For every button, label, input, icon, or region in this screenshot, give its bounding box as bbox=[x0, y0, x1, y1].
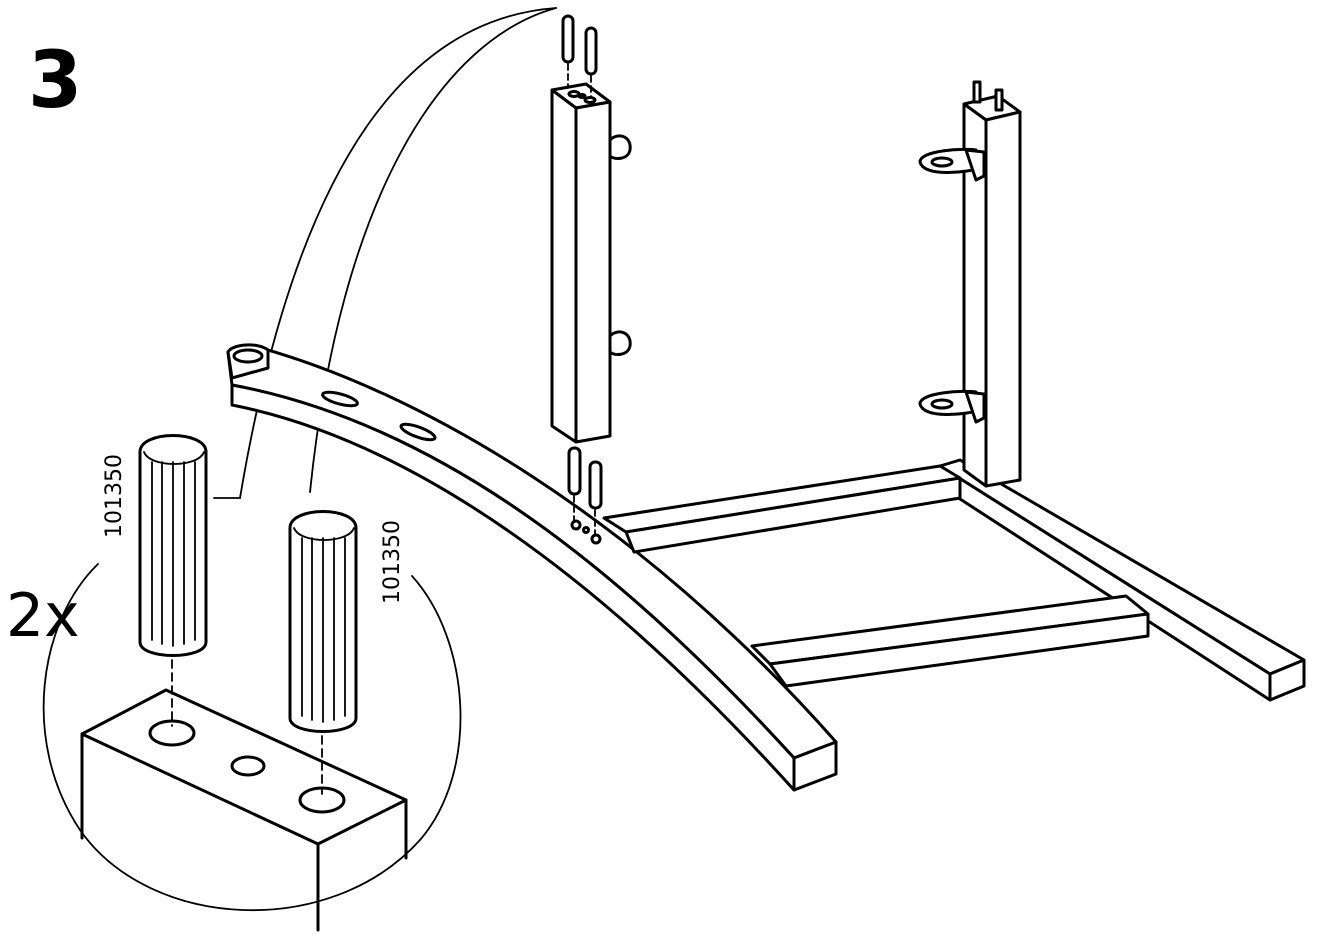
wooden-dowel-icon bbox=[288, 510, 358, 733]
step-number: 3 bbox=[28, 36, 83, 126]
right-base-rail-icon bbox=[938, 458, 1306, 702]
leg-post-icon bbox=[550, 82, 632, 444]
quantity-label: 2x bbox=[6, 581, 80, 651]
cross-bar-icon bbox=[602, 464, 962, 554]
cross-bar-icon bbox=[750, 594, 1150, 688]
leg-post-icon bbox=[918, 80, 1022, 488]
curved-base-frame-icon bbox=[226, 343, 838, 792]
detail-callout-circle bbox=[42, 563, 462, 932]
wooden-dowel-icon bbox=[561, 14, 603, 537]
wooden-dowel-icon bbox=[138, 434, 208, 657]
